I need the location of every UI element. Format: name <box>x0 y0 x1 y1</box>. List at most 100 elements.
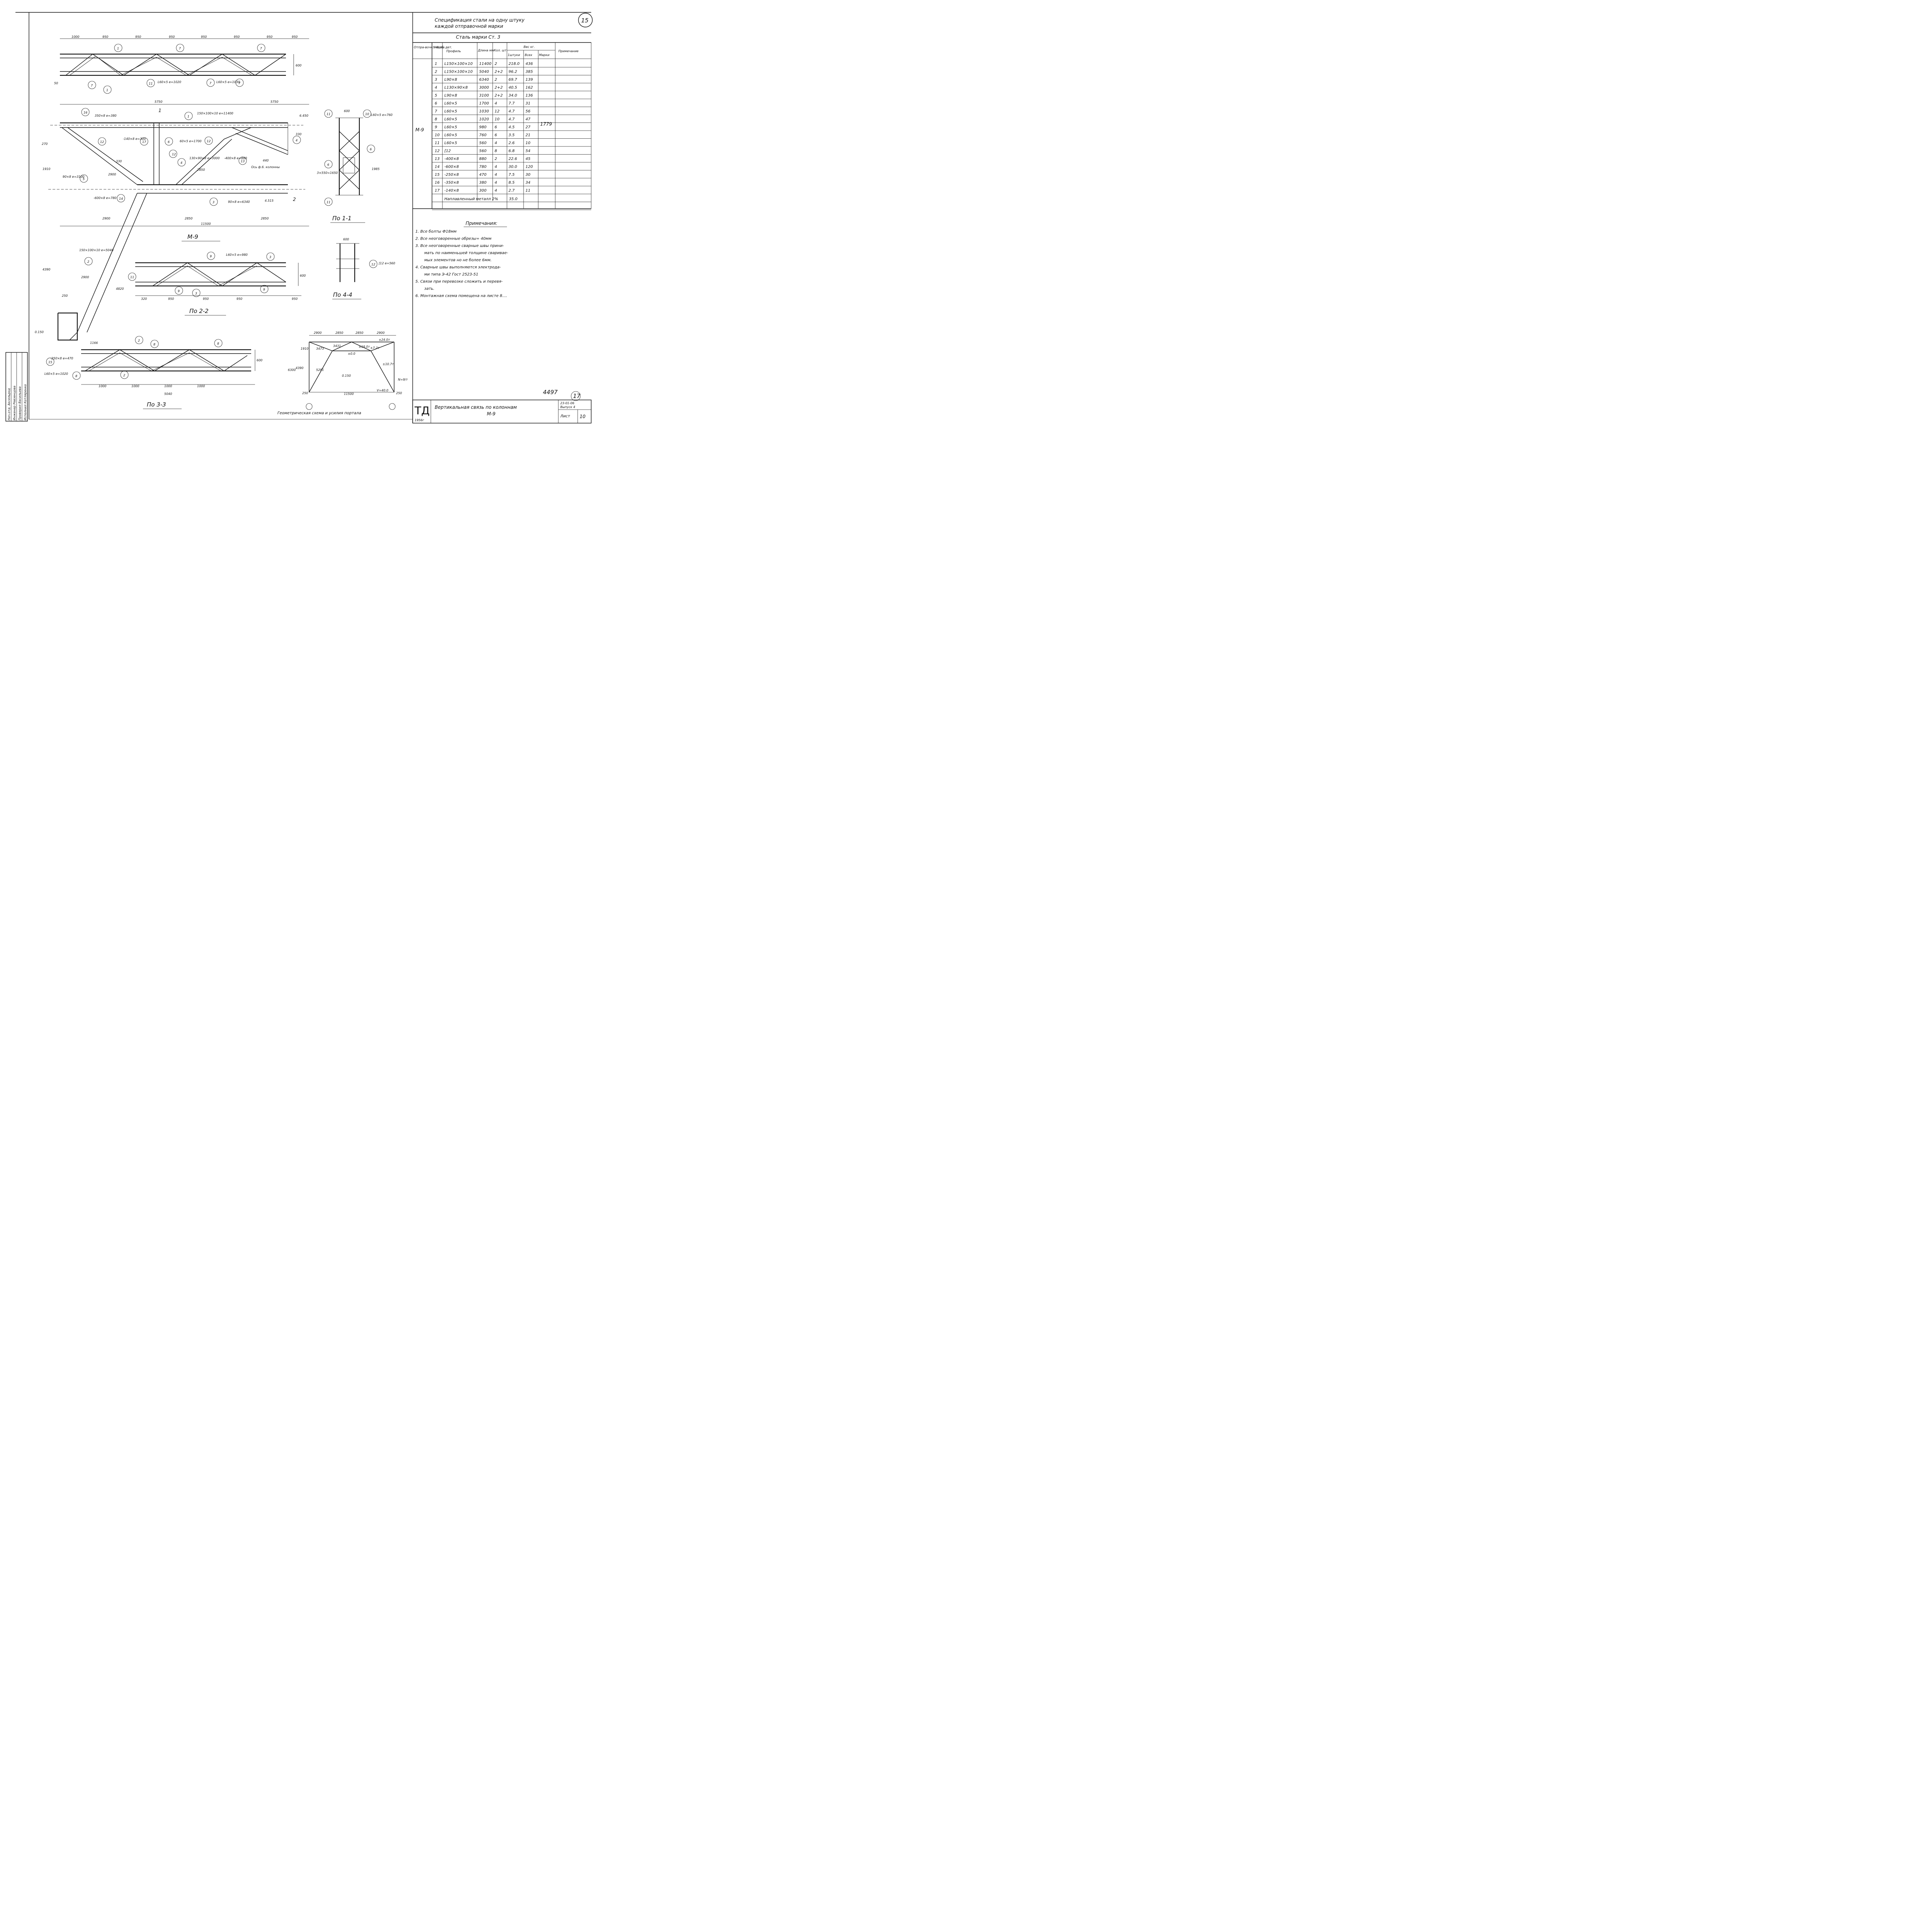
callout-number: 4 <box>180 161 182 165</box>
table-cell: 12 <box>495 109 500 114</box>
table-cell: 139 <box>526 78 533 82</box>
note-line: 2. Все неоговоренные обрезы= 40мм <box>415 236 492 241</box>
member-label: -250×8 e=470 <box>50 357 73 360</box>
table-cell: 4 <box>495 102 497 106</box>
callout-number: 11 <box>149 82 153 85</box>
table-cell: 3 <box>435 78 437 82</box>
title-stamp: 4497 17 ТД 1956г Вертикальная связь по к… <box>412 389 592 424</box>
member-label: -400×8 e=880 <box>224 156 247 160</box>
table-cell: 1700 <box>479 102 489 106</box>
table-cell: 760 <box>479 133 486 138</box>
callout-number: 12 <box>207 139 211 143</box>
member-label: 350×8 e=380 <box>95 114 117 117</box>
dim-label: 950 <box>236 297 242 301</box>
callout-number: 8 <box>75 374 77 378</box>
table-cell: 69.7 <box>509 78 517 82</box>
stamp-number: 4497 <box>543 389 558 396</box>
callout-number: 2 <box>123 374 125 377</box>
callout-number: 6 <box>168 140 170 144</box>
geometric-scheme: 2900 2850 2850 2900 3473 3431 ±24.0т ±18… <box>277 331 408 415</box>
callout-number: 6 <box>327 163 329 167</box>
dim-label: 2900 <box>377 331 384 335</box>
table-cell: 5040 <box>479 70 489 74</box>
table-cell: 30.0 <box>509 165 517 169</box>
callout-number: 8 <box>217 342 219 345</box>
callout-number: 3 <box>269 255 271 259</box>
table-cell: L60×5 <box>444 141 457 145</box>
table-cell: 14 <box>435 165 440 169</box>
dim-label: 950 <box>102 35 108 39</box>
geom-caption: Геометрическая схема и усилия портала <box>277 411 361 415</box>
view-title-1-1: По 1-1 <box>332 215 352 222</box>
geom-label: 11500 <box>344 392 354 396</box>
table-header: Вес кг. <box>524 45 535 49</box>
dim-label: 600 <box>344 109 350 113</box>
force-label: ±0.0 <box>348 352 355 356</box>
table-header: Примечание <box>558 49 578 53</box>
member-label: 60×5 e=1700 <box>180 139 202 143</box>
dim-label: 950 <box>234 35 240 39</box>
callout-number: 6 <box>370 148 372 151</box>
table-cell: L60×5 <box>444 102 457 106</box>
member-label: [12 e=560 <box>379 262 395 265</box>
weld-value: 35.0 <box>509 197 517 201</box>
table-cell: 6340 <box>479 78 489 82</box>
callout-number: 12 <box>100 140 104 144</box>
table-cell: 2 <box>435 70 437 74</box>
stamp-number: 17 <box>573 393 581 400</box>
table-cell: 1030 <box>479 109 489 114</box>
signer-line: Проверил Васильева <box>18 386 22 420</box>
table-cell: 2 <box>495 62 497 66</box>
callout-number: 11 <box>327 201 330 204</box>
dim-label: 2850 <box>355 331 363 335</box>
dim-label: 1000 <box>71 35 79 39</box>
member-label: L60×5 e=760 <box>371 113 393 117</box>
member-label: 90×8 e=3100 <box>63 175 85 179</box>
table-cell: 11 <box>435 141 440 145</box>
member-label: 90×8 e=6340 <box>228 200 250 204</box>
mark-cell: М-9 <box>415 127 424 133</box>
table-cell: 3000 <box>479 86 489 90</box>
table-cell: L150×100×10 <box>444 62 473 66</box>
dim-label: 1000 <box>99 384 106 388</box>
table-cell: 30 <box>526 173 531 177</box>
signature-stamp: Нач.отд. Аксельрод Инженер Ревзенцова Пр… <box>5 352 28 422</box>
note-line: мать по наименьшей толщине сваривае- <box>424 251 508 255</box>
dim-label: 5750 <box>155 100 162 104</box>
callout-number: 7 <box>91 84 93 87</box>
dim-label: 1000 <box>197 384 205 388</box>
table-header: N N сб. дет. <box>433 46 452 49</box>
stamp-year: 1956г <box>415 418 424 422</box>
table-cell: 4 <box>495 189 497 193</box>
view-title-2-2: По 2-2 <box>189 308 209 315</box>
table-cell: 9 <box>435 125 437 129</box>
callout-number: 12 <box>371 263 375 266</box>
dim-label: 50 <box>54 82 58 85</box>
table-cell: 6 <box>435 102 437 106</box>
table-cell: 34.0 <box>509 94 517 98</box>
notes-title: Примечания: <box>466 221 497 226</box>
table-cell: 3.5 <box>509 133 515 138</box>
dim-label: 950 <box>203 297 209 301</box>
table-cell: 980 <box>479 125 486 129</box>
callout-number: 15 <box>48 361 52 364</box>
dim-label: 330 <box>116 160 122 163</box>
table-cell: 16 <box>435 181 440 185</box>
dim-label: 2850 <box>185 217 192 220</box>
view-title-4-4: По 4-4 <box>333 291 352 298</box>
spec-title: Спецификация стали на одну штуку <box>435 17 525 23</box>
dim-label: 600 <box>300 274 306 277</box>
table-cell: 2+2 <box>495 70 503 74</box>
table-header: Всех <box>525 53 532 57</box>
signer-line: Исполнил Котляренко <box>24 384 27 420</box>
dim-label: 2850 <box>335 331 343 335</box>
table-cell: 1020 <box>479 117 489 122</box>
table-cell: 2+2 <box>495 94 503 98</box>
member-label: L60×5 e=1020 <box>44 372 68 376</box>
table-cell: 7.7 <box>509 102 515 106</box>
callout-number: 16 <box>83 111 87 114</box>
table-cell: 4.7 <box>509 117 515 122</box>
note-line: ми типа Э-42 Гост 2523-51 <box>424 272 478 277</box>
callout-number: 17 <box>142 140 146 144</box>
table-cell: 54 <box>526 149 531 153</box>
